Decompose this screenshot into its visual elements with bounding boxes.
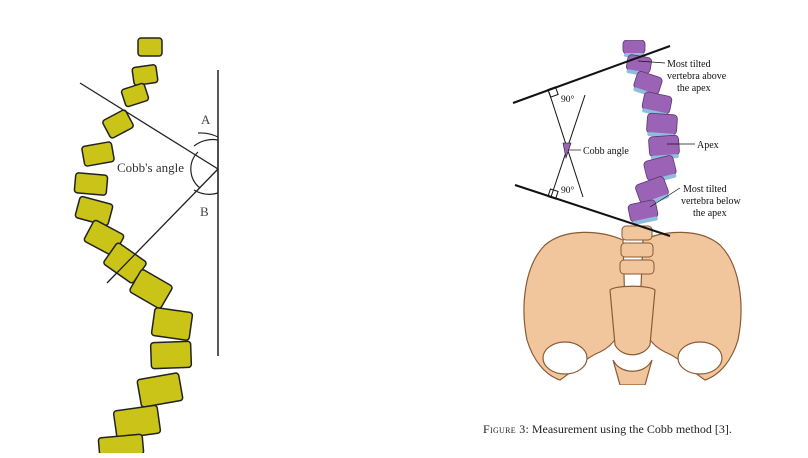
- vertebra: [137, 37, 163, 57]
- most-tilted-below-line3: the apex: [693, 208, 727, 219]
- cobb-angle-diagram: A B Cobb's angle: [55, 28, 310, 458]
- spine-vertebra: [648, 134, 680, 158]
- vertebra: [73, 172, 109, 196]
- most-tilted-below-line1: Most tilted: [683, 184, 727, 195]
- cobb-angle-text: Cobb angle: [583, 146, 629, 157]
- pelvis: [523, 231, 742, 386]
- most-tilted-above-text: Most tilted vertebra above the apex: [667, 59, 729, 94]
- vertebra: [102, 109, 134, 139]
- below-apex-leader: [649, 187, 681, 208]
- apex-text: Apex: [697, 140, 719, 151]
- most-tilted-below-line2: vertebra below: [681, 196, 741, 207]
- vertebra: [97, 433, 145, 458]
- figure-caption: Figure 3: Measurement using the Cobb met…: [483, 422, 803, 437]
- most-tilted-above-line3: the apex: [677, 83, 711, 94]
- right-angle-mark-top: [547, 86, 559, 98]
- vertebra: [74, 195, 114, 227]
- vertebra: [136, 372, 184, 408]
- lower-vertebrae: [619, 225, 655, 275]
- vertebra: [129, 269, 173, 309]
- label-b: B: [200, 204, 209, 219]
- cobb-angle-arc: [190, 151, 201, 189]
- upper-endplate-line: [512, 45, 671, 104]
- cobb-method-svg: 90° 90° Cobb angle Most tilted vertebra …: [512, 39, 743, 386]
- angle-arc-b: [193, 138, 219, 195]
- caption-text: : Measurement using the Cobb method [3].: [525, 422, 732, 436]
- label-a: A: [201, 112, 211, 127]
- vertebrae-column: [73, 37, 194, 458]
- vertebra: [120, 82, 150, 108]
- figure-label: Figure 3: [483, 422, 526, 436]
- intervertebral-disc: [632, 216, 658, 226]
- vertebra: [149, 340, 193, 370]
- above-apex-leader: [637, 60, 666, 64]
- most-tilted-below-text: Most tilted vertebra below the apex: [681, 184, 743, 219]
- most-tilted-above-line1: Most tilted: [667, 59, 711, 70]
- cobb-angle-wedge: [562, 142, 572, 160]
- vertebra: [150, 307, 194, 341]
- label-90-bottom: 90°: [561, 185, 575, 196]
- lower-endplate-line: [514, 184, 671, 237]
- label-90-top: 90°: [561, 94, 575, 105]
- vertebra: [131, 64, 159, 86]
- cobb-angle-label: Cobb's angle: [117, 160, 184, 175]
- scoliotic-spine: [622, 39, 680, 226]
- right-angle-mark-bottom: [547, 188, 559, 200]
- vertebra: [81, 141, 115, 167]
- spine-vertebra: [622, 39, 646, 55]
- cobb-method-illustration: 90° 90° Cobb angle Most tilted vertebra …: [505, 39, 775, 386]
- angle-arc-a: [197, 132, 219, 138]
- cobb-angle-diagram-svg: A B Cobb's angle: [73, 37, 219, 458]
- spine-vertebra: [646, 112, 678, 136]
- cobb-lower-line: [106, 168, 219, 284]
- most-tilted-above-line2: vertebra above: [667, 71, 727, 82]
